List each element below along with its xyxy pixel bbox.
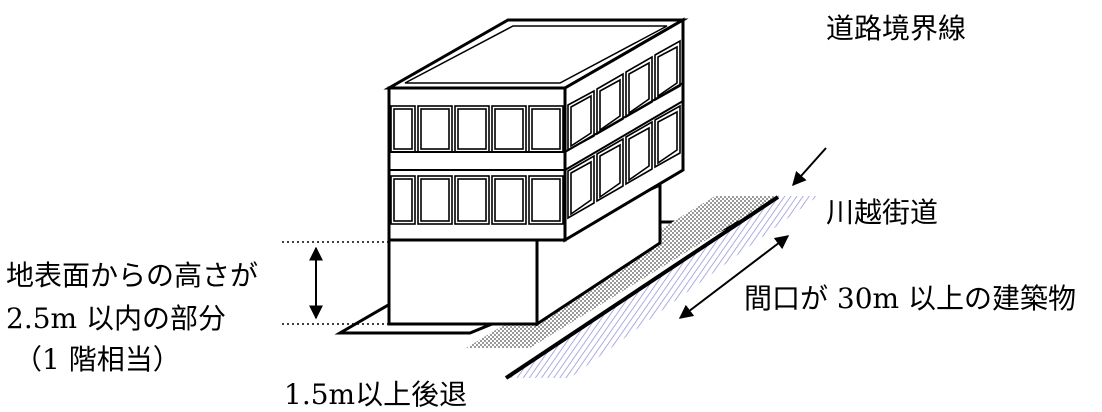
height-label-line1: 地表面からの高さが	[6, 259, 258, 292]
road-boundary-label: 道路境界線	[826, 12, 966, 45]
frontage-label: 間口が 30m 以上の建築物	[744, 282, 1076, 315]
height-label-line3: （1 階相当）	[14, 343, 181, 376]
upper-floors-block	[383, 17, 689, 243]
frontage-dimension-arrow	[678, 235, 790, 319]
setback-label: 1.5m以上後退	[284, 378, 467, 411]
side-windows-row1	[567, 39, 681, 152]
ground-floor-block	[387, 182, 662, 327]
height-label-line2: 2.5m 以内の部分	[6, 302, 226, 335]
street-name-label: 川越街道	[826, 196, 938, 229]
road-boundary-leader	[792, 147, 827, 187]
side-windows-row2	[567, 104, 681, 220]
front-windows-row2	[390, 175, 564, 225]
front-windows-row1	[390, 105, 564, 153]
road-boundary-line	[504, 195, 780, 380]
